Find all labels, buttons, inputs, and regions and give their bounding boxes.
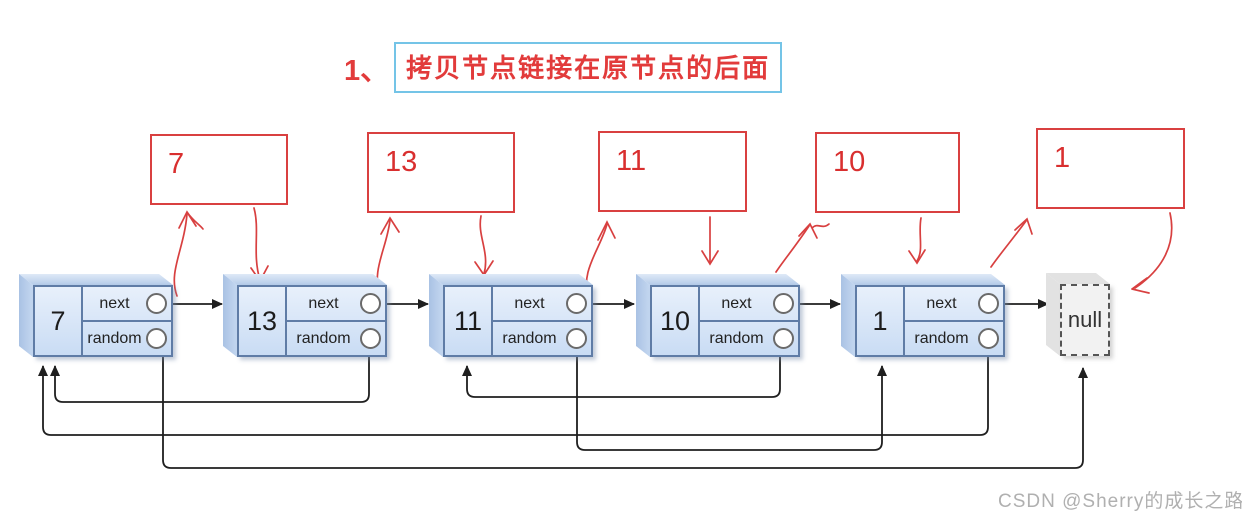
copy-arrowhead-up-11 (597, 220, 616, 241)
copy-node-value: 1 (1054, 142, 1071, 174)
next-field: next (83, 287, 171, 322)
next-field-label: next (721, 294, 752, 312)
copy-node-box-1: 1 (1036, 128, 1185, 209)
copy-node-value: 7 (168, 148, 185, 180)
node-left-face (19, 274, 33, 357)
null-label: null (1067, 307, 1103, 332)
title-number: 1、 (344, 54, 390, 87)
random-pointer-port (773, 328, 794, 349)
next-field-label: next (926, 294, 957, 312)
copy-node-value: 10 (833, 146, 866, 178)
watermark: CSDN @Sherry的成长之路 (998, 491, 1242, 512)
copy-arrowhead-up-13 (380, 216, 400, 235)
copy-arrow-down-13-11 (479, 215, 487, 275)
node-left-face (1046, 273, 1060, 356)
next-field-label: next (308, 294, 339, 312)
next-pointer-port (978, 293, 999, 314)
node-top-face (841, 274, 1005, 285)
node-value: 7 (35, 287, 83, 355)
node-top-face (223, 274, 387, 285)
copy-arrowhead-up-1 (1014, 217, 1033, 235)
node-value: 10 (652, 287, 700, 355)
node-front: 1 next random (855, 285, 1005, 357)
node-left-face (636, 274, 650, 357)
next-pointer-port (146, 293, 167, 314)
random-pointer-port (978, 328, 999, 349)
random-field: random (700, 322, 798, 355)
next-pointer-port (773, 293, 794, 314)
copy-node-box-13: 13 (367, 132, 515, 213)
node-left-face (223, 274, 237, 357)
copy-arrowhead-down-11-10 (701, 250, 719, 266)
node-front: 13 next random (237, 285, 387, 357)
copy-arrow-up-1 (990, 220, 1027, 268)
null-front: null (1060, 284, 1110, 356)
random-pointer-port (566, 328, 587, 349)
page-title: 1、 拷贝节点链接在原节点的后面 (344, 42, 783, 93)
node-value: 13 (239, 287, 287, 355)
next-pointer-port (360, 293, 381, 314)
list-node-11: 11 next random (443, 285, 593, 357)
arrow-random-10-11 (462, 348, 781, 398)
copy-arrow-down-1-null (1134, 212, 1173, 289)
node-top-face (1046, 273, 1110, 284)
node-front: 10 next random (650, 285, 800, 357)
node-value: 11 (445, 287, 493, 355)
arrow-random-7-null (162, 348, 1088, 469)
copy-node-value: 13 (385, 146, 418, 178)
next-field-label: next (99, 294, 130, 312)
node-top-face (429, 274, 593, 285)
copy-arrowhead-down-1-null (1131, 277, 1150, 294)
random-field-label: random (502, 329, 557, 347)
arrow-random-13-7 (50, 348, 370, 403)
random-field-label: random (87, 329, 142, 347)
node-top-face (636, 274, 800, 285)
copy-node-value: 11 (616, 145, 647, 177)
node-left-face (429, 274, 443, 357)
copy-arrow-up-10 (775, 225, 810, 273)
null-node: null (1060, 284, 1110, 356)
node-value: 1 (857, 287, 905, 355)
list-node-13: 13 next random (237, 285, 387, 357)
node-front: 11 next random (443, 285, 593, 357)
list-node-10: 10 next random (650, 285, 800, 357)
random-field-label: random (709, 329, 764, 347)
next-field: next (700, 287, 798, 322)
random-field: random (905, 322, 1003, 355)
node-front: 7 next random (33, 285, 173, 357)
copy-arrow-down-7-13 (253, 207, 261, 281)
copy-node-box-10: 10 (815, 132, 960, 213)
copy-arrow-down-10-1 (916, 217, 922, 262)
node-top-face (19, 274, 173, 285)
arrow-random-1-7 (38, 348, 989, 436)
random-field-label: random (296, 329, 351, 347)
next-field: next (905, 287, 1003, 322)
node-left-face (841, 274, 855, 357)
random-field: random (83, 322, 171, 355)
next-field: next (287, 287, 385, 322)
random-field-label: random (914, 329, 969, 347)
next-pointer-port (566, 293, 587, 314)
arrow-random-11-1 (576, 348, 887, 451)
copy-node-box-7: 7 (150, 134, 288, 205)
next-field-label: next (514, 294, 545, 312)
list-node-7: 7 next random (33, 285, 173, 357)
copy-arrowhead-up-7 (178, 210, 204, 230)
copy-arrow-up-7 (173, 213, 188, 297)
list-node-1: 1 next random (855, 285, 1005, 357)
copy-arrowhead-up-10 (798, 222, 830, 239)
random-pointer-port (146, 328, 167, 349)
next-field: next (493, 287, 591, 322)
copy-arrowhead-down-10-1 (908, 249, 926, 265)
random-field: random (493, 322, 591, 355)
random-field: random (287, 322, 385, 355)
random-pointer-port (360, 328, 381, 349)
title-boxed-text: 拷贝节点链接在原节点的后面 (394, 42, 783, 93)
copy-node-box-11: 11 (598, 131, 747, 212)
